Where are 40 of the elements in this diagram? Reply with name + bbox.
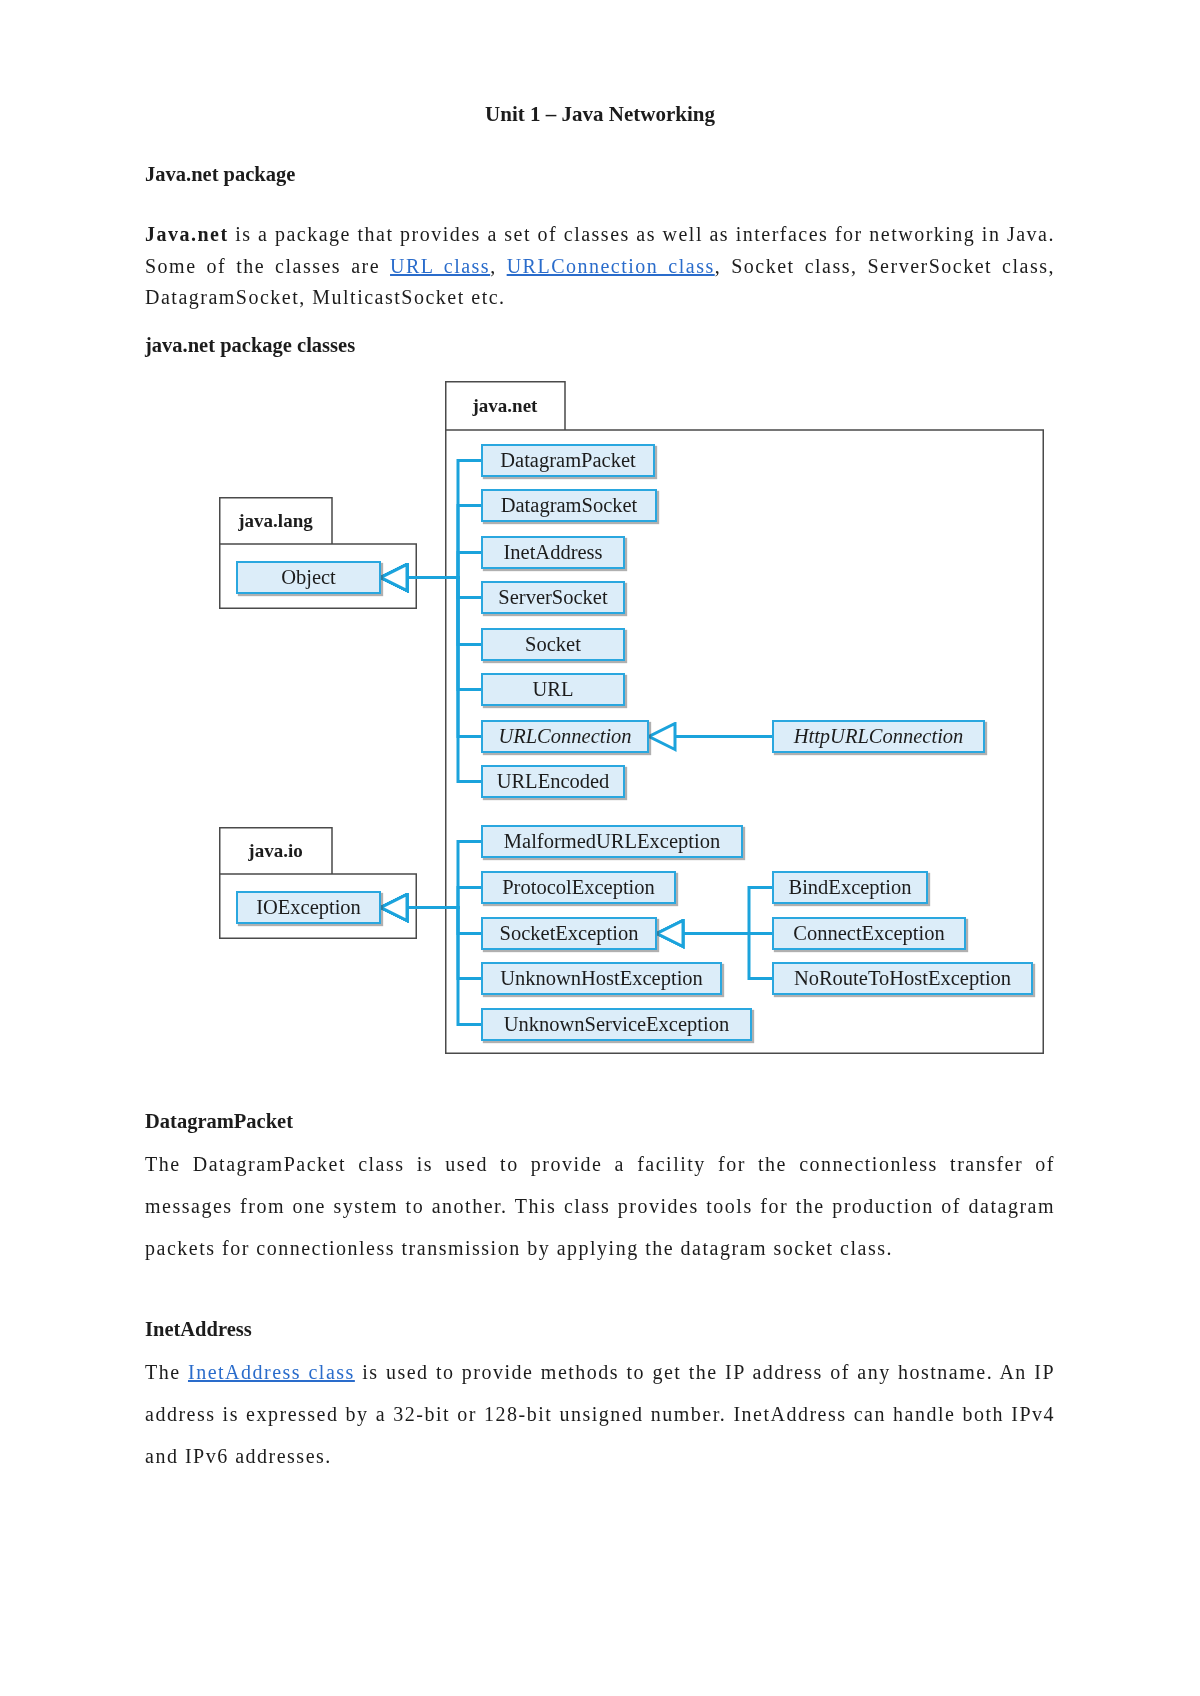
class-box: NoRouteToHostException bbox=[772, 962, 1033, 995]
package-frame bbox=[219, 497, 417, 609]
paragraph: The InetAddress class is used to provide methods to get the IP address of any hostname. An IP address is expressed by a 32-bit or 128-bit unsigned number. InetAddress can handle both IPv4 and IPv6 addresses. bbox=[145, 1360, 1055, 1469]
section-heading: java.net package classes bbox=[145, 334, 356, 357]
section-heading: InetAddress bbox=[145, 1318, 252, 1341]
package-frame bbox=[219, 827, 417, 939]
class-box: InetAddress bbox=[481, 536, 625, 569]
paragraph: The DatagramPacket class is used to provide a facility for the connectionless transfer of messages from one system to another. This class provides tools for the production of datagram packets for connectionless transmission by applying the datagram socket class. bbox=[145, 1152, 1055, 1262]
class-box: URLConnection bbox=[481, 720, 649, 753]
class-box: UnknownServiceException bbox=[481, 1008, 752, 1041]
inheritance-arrow bbox=[647, 722, 772, 751]
class-box: DatagramSocket bbox=[481, 489, 657, 522]
paragraph: Java.net is a package that provides a set of classes as well as interfaces for networking in Java. Some of the classes are URL class, URLConnection class, Socket class, ServerSocket class, DatagramSocket, MulticastSocket etc. bbox=[145, 222, 1055, 311]
section-heading: Java.net package bbox=[145, 163, 296, 186]
package-frame bbox=[445, 381, 1044, 1054]
inheritance-arrow bbox=[379, 563, 481, 783]
section-heading: DatagramPacket bbox=[145, 1110, 293, 1133]
class-box: ProtocolException bbox=[481, 871, 676, 904]
class-box: ConnectException bbox=[772, 917, 966, 950]
package-name: java.io bbox=[248, 839, 303, 862]
class-box: BindException bbox=[772, 871, 928, 904]
text-link: URL class bbox=[390, 254, 491, 277]
inheritance-arrow bbox=[655, 919, 772, 980]
class-box: Object bbox=[236, 561, 381, 594]
class-box: IOException bbox=[236, 891, 381, 924]
class-box: HttpURLConnection bbox=[772, 720, 985, 753]
page-title: Unit 1 – Java Networking bbox=[485, 102, 715, 127]
class-box: ServerSocket bbox=[481, 581, 625, 614]
package-name: java.net bbox=[472, 394, 538, 417]
inheritance-arrow bbox=[379, 893, 481, 1026]
class-box: SocketException bbox=[481, 917, 657, 950]
class-box: MalformedURLException bbox=[481, 825, 743, 858]
class-box: DatagramPacket bbox=[481, 444, 655, 477]
text-link: URLConnection class bbox=[506, 254, 715, 277]
class-box: Socket bbox=[481, 628, 625, 661]
text-link: InetAddress class bbox=[187, 1361, 355, 1383]
package-name: java.lang bbox=[238, 509, 313, 532]
class-box: URL bbox=[481, 673, 625, 706]
class-box: UnknownHostException bbox=[481, 962, 722, 995]
class-box: URLEncoded bbox=[481, 765, 625, 798]
